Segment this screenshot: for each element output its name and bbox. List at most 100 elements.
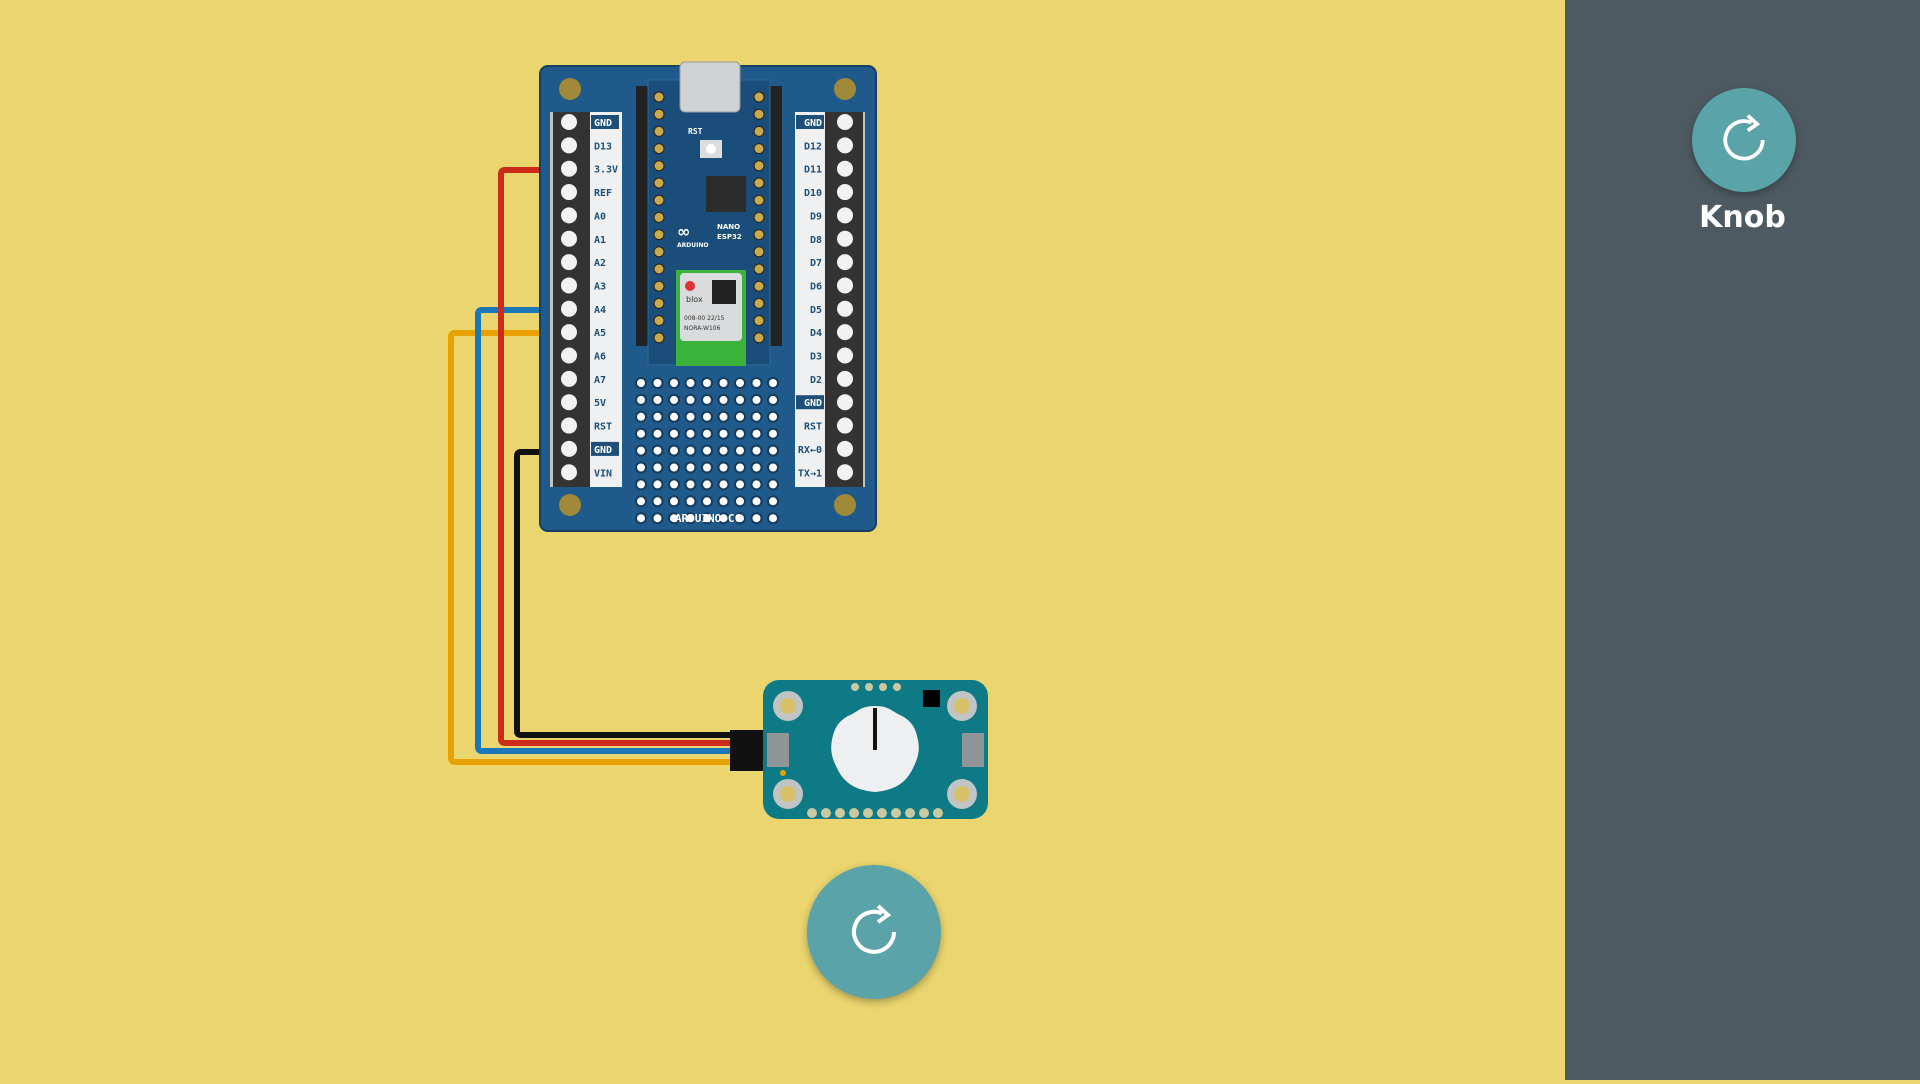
proto-hole: [668, 478, 680, 491]
module-line1: 008-00 22/15: [684, 315, 725, 322]
rotate-icon: [1723, 114, 1765, 161]
pad: [849, 808, 859, 818]
wire-yellow: [448, 330, 732, 765]
proto-hole: [767, 495, 779, 508]
proto-hole: [701, 393, 713, 406]
pin-label-left: A7: [594, 375, 606, 386]
proto-hole: [684, 393, 697, 406]
circuit-diagram: GNDD133.3VREFA0A1A2A3A4A5A6A75VRSTGNDVIN…: [448, 61, 988, 819]
proto-hole: [734, 377, 746, 389]
header-pin: [653, 194, 665, 206]
proto-hole: [767, 478, 779, 491]
proto-hole: [651, 512, 664, 525]
header-pin: [653, 177, 665, 189]
proto-hole: [767, 461, 779, 474]
proto-hole: [651, 461, 664, 474]
proto-hole: [734, 512, 746, 525]
proto-hole: [651, 410, 664, 423]
pin-label-left: REF: [594, 188, 612, 199]
proto-hole: [734, 393, 746, 406]
pin-label-left: A3: [594, 281, 606, 292]
terminal-screw: [837, 137, 853, 154]
header-pin: [653, 125, 665, 137]
proto-hole: [701, 377, 713, 389]
proto-hole: [635, 377, 647, 389]
proto-hole: [767, 393, 779, 406]
pin-label-right: D10: [804, 188, 822, 199]
proto-hole: [717, 444, 730, 457]
terminal-screw: [561, 347, 577, 364]
header-pin: [653, 143, 665, 155]
header-pin: [653, 315, 665, 327]
pad: [851, 683, 859, 691]
header-pin: [753, 125, 765, 137]
header-pin: [653, 280, 665, 292]
knob-component-label: Knob: [1699, 200, 1786, 235]
proto-hole: [701, 461, 713, 474]
proto-hole: [668, 444, 680, 457]
pin-label-left: A5: [594, 328, 606, 339]
header-pin: [653, 229, 665, 241]
pin-label-right: GND: [804, 398, 822, 409]
proto-hole: [651, 444, 664, 457]
module-brand: blox: [686, 295, 703, 304]
proto-hole: [701, 495, 713, 508]
wire-red: [498, 167, 732, 746]
proto-hole: [668, 495, 680, 508]
arduino-board: GNDD133.3VREFA0A1A2A3A4A5A6A75VRSTGNDVIN…: [539, 61, 877, 532]
logo-text: ARDUINO: [677, 242, 708, 249]
header-pin: [753, 332, 765, 344]
proto-hole: [651, 377, 664, 389]
pin-label-left: A0: [594, 211, 606, 222]
proto-hole: [684, 461, 697, 474]
proto-hole: [750, 410, 763, 423]
proto-hole: [767, 410, 779, 423]
proto-hole: [635, 495, 647, 508]
header-pin: [653, 263, 665, 275]
pin-label-right: RST: [804, 422, 822, 433]
pad: [933, 808, 943, 818]
proto-hole: [684, 444, 697, 457]
proto-hole: [668, 393, 680, 406]
pad: [919, 808, 929, 818]
proto-hole: [684, 495, 697, 508]
terminal-screw: [837, 230, 853, 247]
pad: [821, 808, 831, 818]
proto-hole: [651, 495, 664, 508]
terminal-screw: [837, 254, 853, 271]
rotate-knob-button[interactable]: [807, 865, 941, 999]
proto-hole: [734, 495, 746, 508]
pin-label-right: D12: [804, 141, 822, 152]
terminal-screw: [561, 440, 577, 457]
pin-label-left: 5V: [594, 398, 606, 409]
proto-hole: [635, 427, 647, 440]
proto-hole: [717, 495, 730, 508]
header-pin: [753, 297, 765, 309]
header-pin: [753, 194, 765, 206]
header-pin: [753, 91, 765, 103]
terminal-screw: [561, 300, 577, 317]
terminal-screw: [837, 184, 853, 201]
pin-label-left: GND: [594, 445, 612, 456]
proto-hole: [750, 393, 763, 406]
terminal-screw: [561, 114, 577, 130]
module-line2: NORA-W106: [684, 325, 721, 332]
terminal-screw: [561, 137, 577, 154]
rotate-icon: [852, 904, 896, 954]
pin-label-right: D3: [810, 352, 822, 363]
knob-module[interactable]: [730, 680, 988, 819]
knob-component-button[interactable]: [1692, 88, 1796, 192]
terminal-screw: [561, 324, 577, 341]
header-pin: [653, 297, 665, 309]
header-pin: [653, 160, 665, 172]
header-pin: [653, 91, 665, 103]
pin-label-right: D5: [810, 305, 822, 316]
proto-hole: [684, 427, 697, 440]
proto-hole: [767, 427, 779, 440]
terminal-screw: [561, 230, 577, 247]
proto-hole: [750, 495, 763, 508]
header-pin: [653, 246, 665, 258]
proto-hole: [717, 512, 730, 525]
proto-hole: [734, 478, 746, 491]
proto-hole: [701, 478, 713, 491]
